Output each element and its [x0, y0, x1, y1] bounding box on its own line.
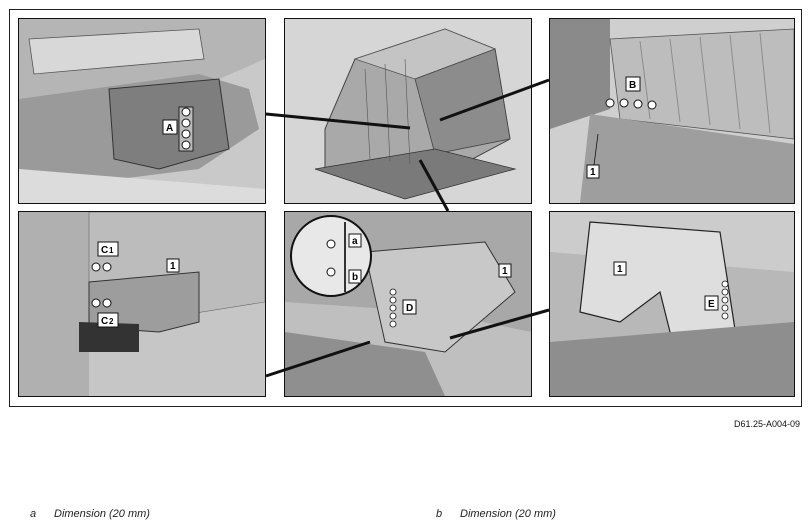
- panel-detail-e: E 1: [549, 211, 795, 397]
- callout-d: D: [406, 303, 413, 314]
- legend-text: Dimension (20 mm): [460, 508, 556, 520]
- illustration-frame: A: [9, 9, 802, 407]
- callout-1: 1: [590, 167, 596, 178]
- figure-reference: D61.25-A004-09: [733, 419, 800, 429]
- callout-c1-digit: 1: [109, 246, 114, 255]
- callout-1: 1: [617, 264, 623, 275]
- callout-1: 1: [170, 261, 176, 272]
- panel-detail-a: A: [18, 18, 266, 204]
- panel-overview: [284, 18, 532, 204]
- callout-b: B: [629, 80, 636, 91]
- legend-item-b: b Dimension (20 mm): [436, 508, 556, 520]
- callout-a: a: [352, 236, 358, 247]
- legend-key: a: [30, 508, 37, 520]
- callout-e: E: [708, 299, 715, 310]
- callout-b: b: [352, 272, 358, 283]
- panel-detail-b: B 1: [549, 18, 795, 204]
- callout-c2-digit: 2: [109, 317, 114, 326]
- callout-c1-letter: C: [101, 245, 108, 256]
- legend-text: Dimension (20 mm): [54, 508, 150, 520]
- legend-key: b: [436, 508, 443, 520]
- panel-detail-d: a b D 1: [284, 211, 532, 397]
- callout-1: 1: [502, 266, 508, 277]
- legend-item-a: a Dimension (20 mm): [30, 508, 150, 520]
- callout-c2-letter: C: [101, 316, 108, 327]
- callout-a: A: [166, 123, 173, 134]
- panel-detail-c: C 1 C 2 1: [18, 211, 266, 397]
